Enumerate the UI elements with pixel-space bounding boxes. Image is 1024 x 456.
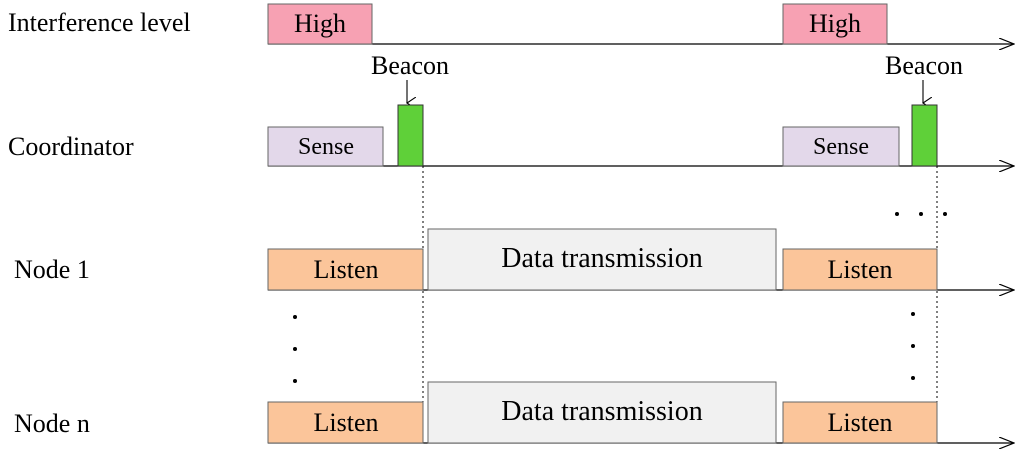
ellipsis-dots-left	[293, 315, 297, 383]
row-label-node1: Node 1	[14, 255, 90, 284]
high-block-1: High	[267, 3, 373, 45]
node1-data-label: Data transmission	[501, 243, 702, 274]
row-label-interference: Interference level	[8, 8, 191, 37]
sense-label-2: Sense	[813, 134, 869, 160]
noden-listen-block-1: Listen	[267, 401, 424, 444]
sense-block-1: Sense	[267, 126, 384, 167]
row-label-noden: Node n	[14, 409, 90, 438]
noden-data-block: Data transmission	[427, 381, 777, 444]
sense-block-2: Sense	[782, 126, 900, 167]
noden-data-label: Data transmission	[501, 396, 702, 427]
beacon-block-2	[911, 104, 938, 167]
node1-listen-label-1: Listen	[314, 255, 379, 284]
node1-data-block: Data transmission	[427, 228, 777, 291]
node1-listen-label-2: Listen	[828, 255, 893, 284]
beacon-block-1	[397, 104, 424, 167]
high-label-2: High	[809, 9, 861, 38]
noden-listen-label-1: Listen	[314, 408, 379, 437]
high-label-1: High	[294, 9, 346, 38]
sense-label-1: Sense	[298, 134, 354, 160]
row-label-coordinator: Coordinator	[8, 132, 134, 161]
noden-listen-block-2: Listen	[782, 401, 938, 444]
node1-listen-block-2: Listen	[782, 248, 938, 291]
beacon-label-1: Beacon	[371, 51, 449, 80]
ellipsis-dots-right-horizontal	[895, 212, 947, 216]
beacon-label-2: Beacon	[885, 51, 963, 80]
high-block-2: High	[782, 3, 888, 45]
ellipsis-dots-right-vertical	[911, 312, 915, 380]
noden-listen-label-2: Listen	[828, 408, 893, 437]
node1-listen-block-1: Listen	[267, 248, 424, 291]
